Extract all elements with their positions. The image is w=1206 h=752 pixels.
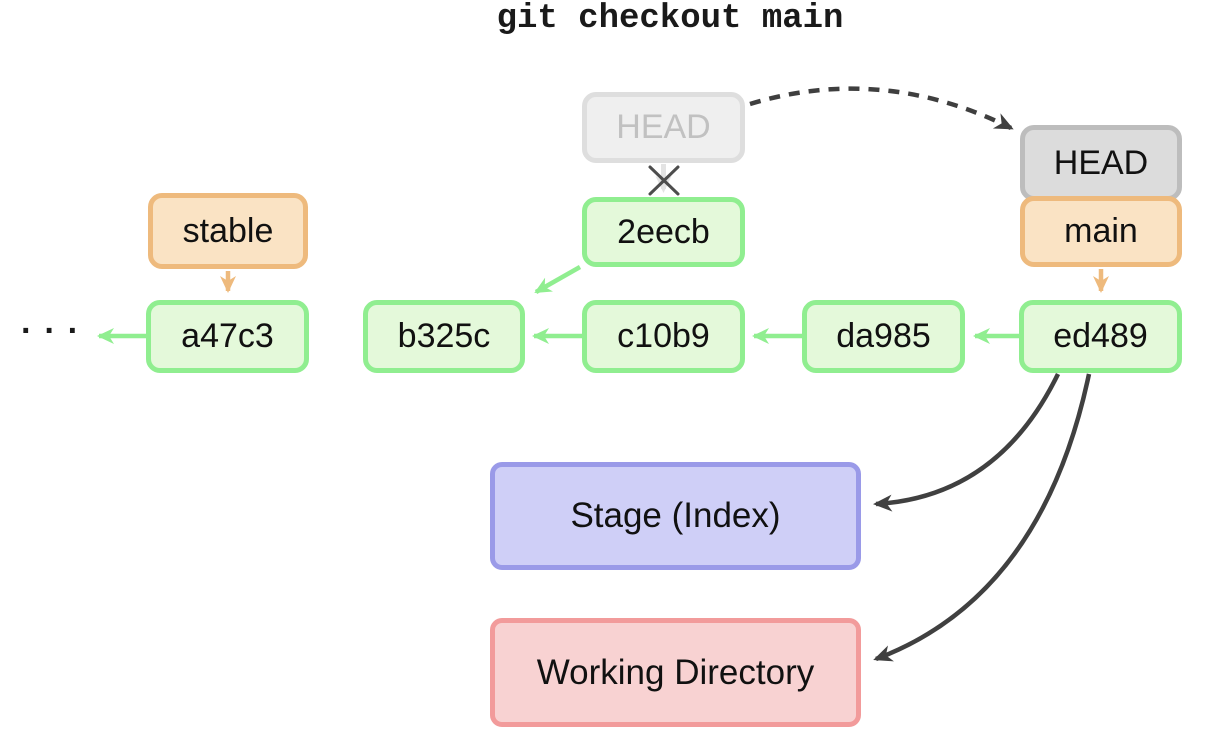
ghost-head-box: HEAD (582, 92, 745, 163)
commit-node-2eecb: 2eecb (582, 197, 745, 267)
head-label: HEAD (1053, 143, 1149, 182)
commit-label: 2eecb (617, 212, 710, 251)
history-ellipsis: ··· (21, 312, 91, 350)
working-directory-label: Working Directory (536, 652, 815, 692)
stage-index-label: Stage (Index) (570, 496, 781, 535)
working-directory-box: Working Directory (490, 618, 861, 727)
command-title: git checkout main (496, 0, 844, 38)
head-box: HEAD (1020, 125, 1182, 201)
commit-label: b325c (397, 317, 491, 355)
commit-node-da985: da985 (802, 300, 965, 373)
commit-node-a47c3: a47c3 (146, 300, 309, 373)
commit-node-ed489: ed489 (1019, 300, 1182, 373)
parent-arrow-2eecb-to-b325c (534, 265, 582, 294)
head-detach-x-stroke-2 (648, 165, 680, 196)
commit-label: ed489 (1053, 317, 1148, 355)
main-branch-label: main (1064, 212, 1138, 250)
stable-branch-box: stable (148, 193, 308, 269)
checkout-stage-arrow (873, 373, 1061, 512)
stage-index-box: Stage (Index) (490, 462, 861, 570)
commit-label: a47c3 (181, 317, 274, 355)
head-move-dashed-arrow (749, 86, 1014, 131)
stable-branch-label: stable (182, 211, 274, 250)
commit-label: c10b9 (617, 317, 710, 355)
commit-node-c10b9: c10b9 (582, 300, 745, 373)
checkout-working-directory-arrow (873, 373, 1092, 662)
main-branch-box: main (1020, 196, 1182, 267)
ghost-head-label: HEAD (616, 108, 711, 146)
commit-label: da985 (836, 317, 931, 355)
commit-node-b325c: b325c (363, 300, 525, 373)
